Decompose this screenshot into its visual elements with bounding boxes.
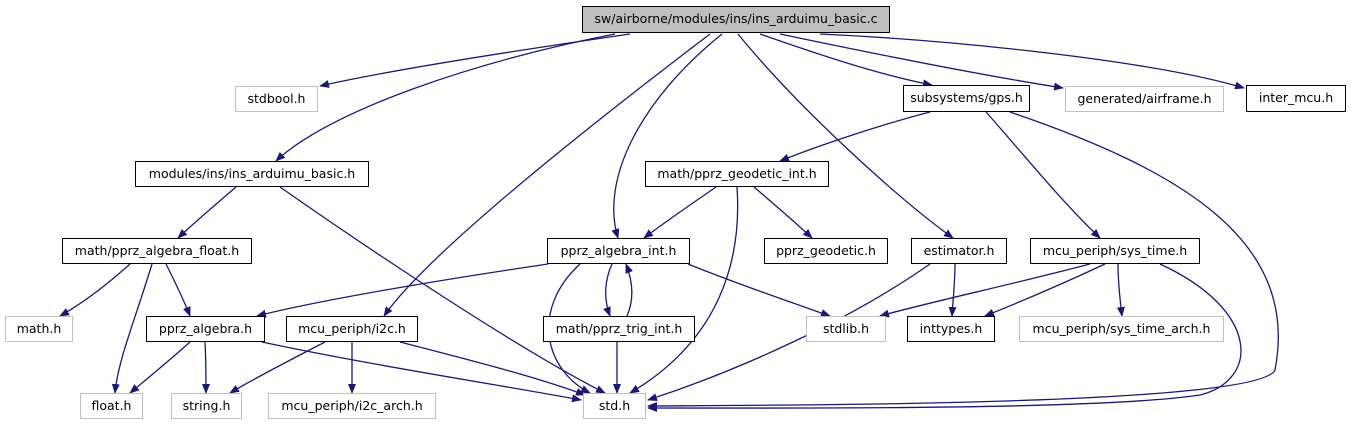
node-label: std.h	[598, 397, 631, 413]
edge-ins-arduimu-basic-h-to-std-h	[279, 186, 606, 394]
edge-estimator-h-to-std-h	[647, 263, 931, 402]
edge-estimator-h-to-inttypes-h	[948, 263, 957, 317]
edge-pprz-algebra-h-to-string-h	[201, 341, 210, 394]
edge-pprz-algebra-int-h-to-stdlib-h	[687, 263, 831, 317]
edge-ins-arduimu-basic-c-to-stdbool-h	[319, 33, 631, 88]
dependency-edges	[59, 33, 1279, 413]
node-pprz-trig-int-h[interactable]: math/pprz_trig_int.h	[543, 316, 695, 342]
edge-pprz-trig-int-h-to-pprz-algebra-int-h	[625, 263, 633, 317]
edge-sys-time-h-to-std-h	[647, 263, 1242, 413]
node-i2c-arch-h: mcu_periph/i2c_arch.h	[268, 393, 436, 419]
edge-pprz-geodetic-int-h-to-pprz-algebra-int-h	[643, 186, 717, 239]
node-subsystems-gps-h[interactable]: subsystems/gps.h	[903, 85, 1030, 112]
node-float-h: float.h	[80, 393, 143, 419]
node-pprz-algebra-float-h[interactable]: math/pprz_algebra_float.h	[62, 238, 252, 264]
edge-sys-time-h-to-inttypes-h	[984, 263, 1106, 317]
node-label: mcu_periph/sys_time.h	[1042, 242, 1188, 258]
edge-ins-arduimu-basic-c-to-generated-airframe-h	[779, 33, 1064, 91]
node-label: inter_mcu.h	[1258, 90, 1334, 106]
edge-pprz-algebra-h-to-float-h	[129, 341, 191, 394]
edge-pprz-algebra-float-h-to-pprz-algebra-h	[165, 263, 191, 317]
edge-sys-time-h-to-sys-time-arch-h	[1116, 263, 1125, 317]
node-label: subsystems/gps.h	[910, 90, 1023, 106]
node-sys-time-h[interactable]: mcu_periph/sys_time.h	[1030, 238, 1200, 264]
edge-sys-time-h-to-stdlib-h	[879, 263, 1091, 318]
node-pprz-algebra-h[interactable]: pprz_algebra.h	[146, 316, 265, 342]
node-label: math.h	[16, 320, 62, 336]
node-label: mcu_periph/i2c_arch.h	[281, 397, 423, 413]
edge-subsystems-gps-h-to-sys-time-h	[985, 111, 1101, 239]
node-label: math/pprz_geodetic_int.h	[657, 165, 817, 181]
node-stdbool-h: stdbool.h	[235, 86, 318, 112]
edge-pprz-geodetic-int-h-to-std-h	[629, 186, 739, 394]
node-pprz-geodetic-int-h[interactable]: math/pprz_geodetic_int.h	[645, 161, 829, 187]
node-ins-arduimu-basic-h[interactable]: modules/ins/ins_arduimu_basic.h	[135, 161, 369, 187]
edge-pprz-algebra-float-h-to-float-h	[111, 263, 153, 394]
node-label: float.h	[91, 397, 132, 413]
node-label: inttypes.h	[919, 320, 983, 336]
node-label: math/pprz_algebra_float.h	[74, 242, 240, 258]
node-math-h: math.h	[5, 316, 73, 342]
node-pprz-geodetic-h[interactable]: pprz_geodetic.h	[764, 238, 888, 264]
edge-subsystems-gps-h-to-std-h	[647, 111, 1279, 410]
edge-ins-arduimu-basic-c-to-estimator-h	[737, 33, 954, 239]
edge-i2c-h-to-std-h	[399, 341, 586, 396]
node-stdlib-h: stdlib.h	[806, 316, 886, 342]
edge-ins-arduimu-basic-c-to-inter-mcu-h	[819, 33, 1245, 90]
node-label: math/pprz_trig_int.h	[555, 320, 683, 336]
node-label: pprz_algebra.h	[158, 320, 253, 336]
edge-ins-arduimu-basic-c-to-ins-arduimu-basic-h	[275, 33, 616, 162]
node-i2c-h[interactable]: mcu_periph/i2c.h	[286, 316, 418, 342]
edge-i2c-h-to-string-h	[229, 341, 326, 394]
node-label: pprz_algebra_int.h	[560, 242, 677, 258]
edge-pprz-algebra-h-to-std-h	[261, 341, 582, 403]
node-sys-time-arch-h: mcu_periph/sys_time_arch.h	[1019, 316, 1224, 342]
node-generated-airframe-h: generated/airframe.h	[1065, 86, 1224, 112]
node-pprz-algebra-int-h[interactable]: pprz_algebra_int.h	[547, 238, 690, 264]
node-inter-mcu-h[interactable]: inter_mcu.h	[1246, 85, 1346, 112]
node-std-h: std.h	[583, 393, 646, 419]
node-label: estimator.h	[923, 242, 995, 258]
edge-subsystems-gps-h-to-pprz-geodetic-int-h	[779, 111, 931, 162]
node-ins-arduimu-basic-c: sw/airborne/modules/ins/ins_arduimu_basi…	[582, 6, 890, 33]
edge-pprz-algebra-float-h-to-math-h	[59, 263, 131, 317]
edge-pprz-algebra-int-h-to-pprz-trig-int-h	[603, 263, 613, 317]
node-label: string.h	[182, 397, 231, 413]
edge-ins-arduimu-basic-c-to-subsystems-gps-h	[759, 33, 933, 88]
node-label: generated/airframe.h	[1077, 90, 1212, 106]
edge-ins-arduimu-basic-h-to-pprz-algebra-float-h	[177, 186, 237, 239]
node-label: sw/airborne/modules/ins/ins_arduimu_basi…	[594, 11, 878, 27]
edge-ins-arduimu-basic-c-to-pprz-algebra-int-h	[611, 33, 723, 239]
node-label: stdlib.h	[822, 320, 870, 336]
node-label: stdbool.h	[247, 90, 306, 106]
node-string-h: string.h	[171, 393, 242, 419]
node-estimator-h[interactable]: estimator.h	[911, 238, 1007, 264]
edge-pprz-algebra-int-h-to-pprz-algebra-h	[256, 263, 549, 318]
node-label: mcu_periph/sys_time_arch.h	[1032, 320, 1211, 336]
edge-pprz-geodetic-int-h-to-pprz-geodetic-h	[753, 186, 813, 239]
node-label: pprz_geodetic.h	[776, 242, 876, 258]
node-label: modules/ins/ins_arduimu_basic.h	[148, 165, 356, 181]
node-label: mcu_periph/i2c.h	[298, 320, 406, 336]
node-inttypes-h[interactable]: inttypes.h	[907, 316, 995, 342]
